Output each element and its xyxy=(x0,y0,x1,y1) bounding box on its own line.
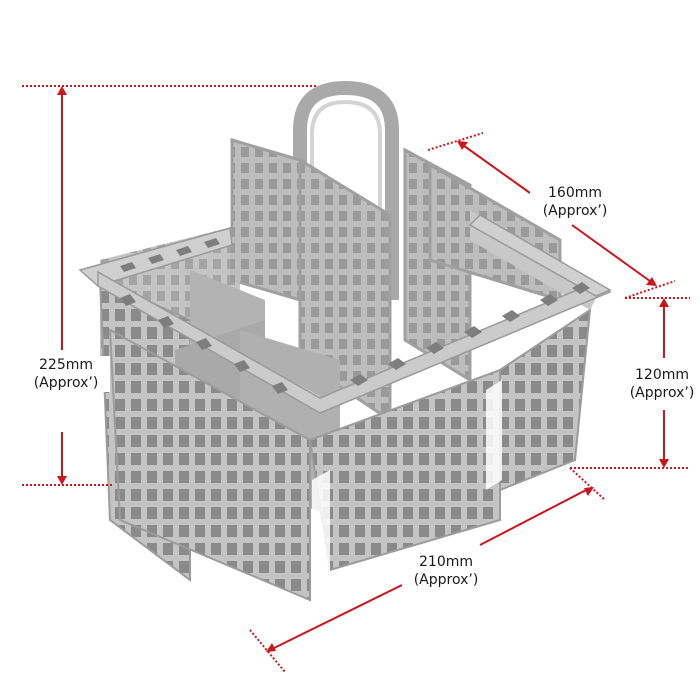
basket-front-right-wall xyxy=(499,307,592,492)
depth-label: 160mm (Approx’) xyxy=(530,184,620,220)
width-label: 210mm (Approx’) xyxy=(402,553,490,589)
depth-note: (Approx’) xyxy=(542,203,608,219)
height-basket-value: 120mm xyxy=(635,367,689,383)
width-value: 210mm xyxy=(419,554,473,570)
height-basket-note: (Approx’) xyxy=(629,385,695,401)
depth-value: 160mm xyxy=(548,185,602,201)
height-basket-label: 120mm (Approx’) xyxy=(620,366,700,402)
basket-front-left-wall xyxy=(108,328,311,602)
height-total-note: (Approx’) xyxy=(33,375,99,391)
dimension-lines xyxy=(22,85,690,673)
basket-handle xyxy=(293,80,399,300)
height-total-label: 225mm (Approx’) xyxy=(22,356,110,392)
height-total-value: 225mm xyxy=(39,357,93,373)
basket-top-rim xyxy=(78,214,612,414)
width-note: (Approx’) xyxy=(413,572,479,588)
